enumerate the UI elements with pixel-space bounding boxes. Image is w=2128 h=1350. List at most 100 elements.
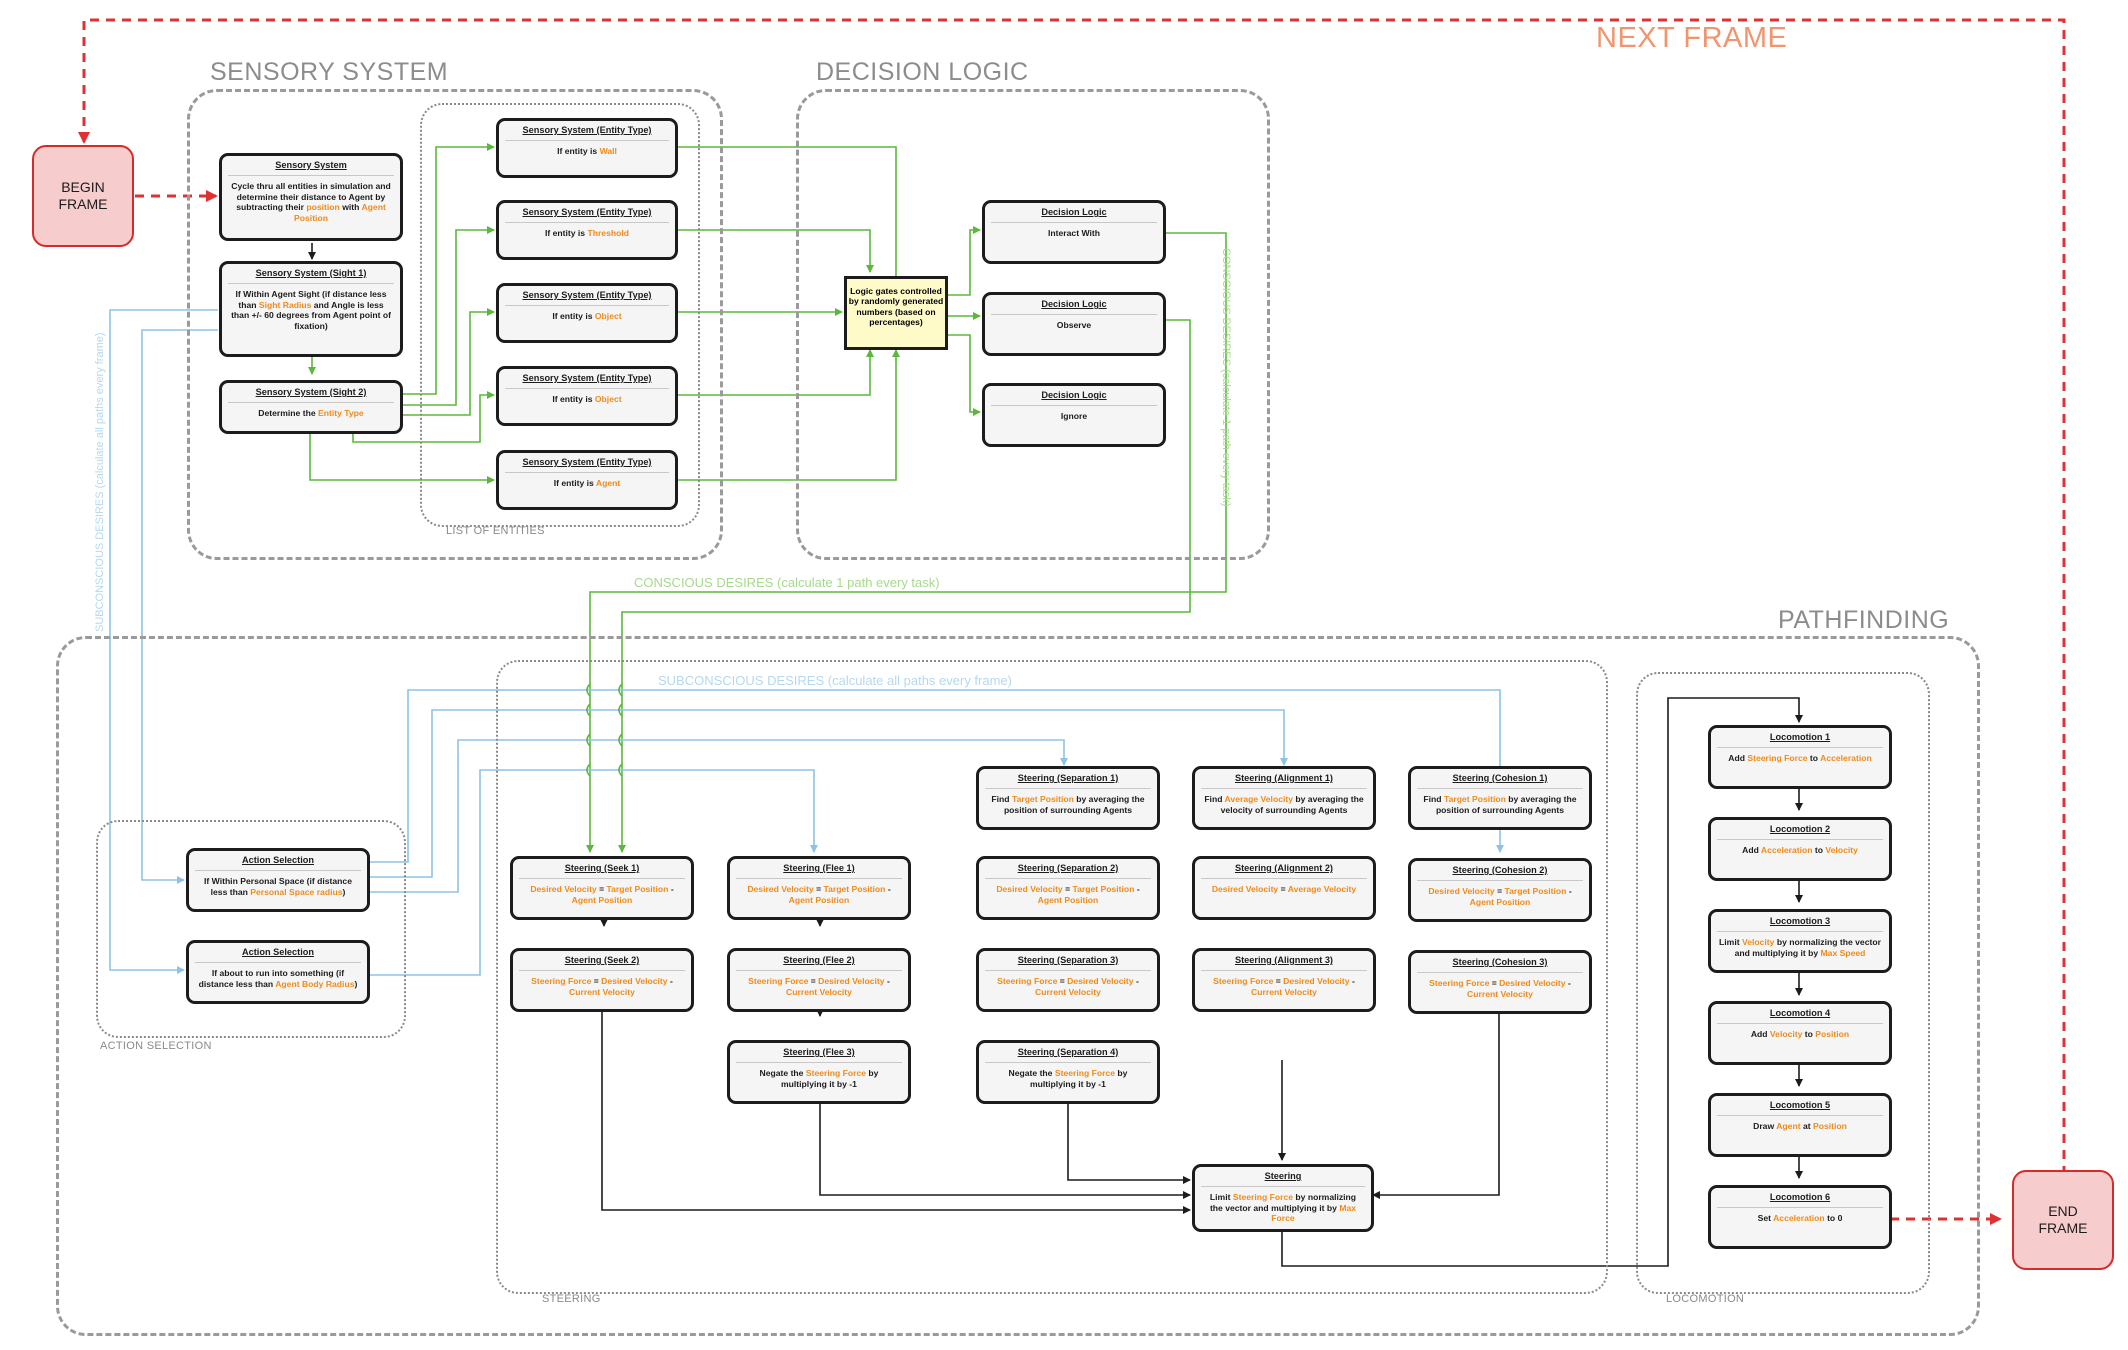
node-text: = <box>1062 884 1073 895</box>
node-body: Desired Velocity = Target Position - Age… <box>513 879 691 905</box>
node-body: Negate the Steering Force by multiplying… <box>979 1063 1157 1089</box>
begin-frame-terminal: BEGIN FRAME <box>32 145 134 247</box>
node-title: Decision Logic <box>991 207 1157 224</box>
node-text: - <box>885 884 891 895</box>
node-title: Locomotion 6 <box>1717 1192 1883 1209</box>
node-text: Limit <box>1209 1192 1233 1203</box>
next-frame-label: NEXT FRAME <box>1596 22 1788 54</box>
node-text: If Within Personal Space (if distance le… <box>204 876 352 897</box>
node-highlight-term: Target Position <box>1011 794 1074 805</box>
node-title: Locomotion 2 <box>1717 824 1883 841</box>
node-highlight-term: Desired Velocity <box>747 884 814 895</box>
node-title: Steering (Flee 2) <box>736 955 902 972</box>
node-title: Steering (Cohesion 2) <box>1417 865 1583 882</box>
node-text: = <box>1057 976 1068 987</box>
node-highlight-term: Velocity <box>1769 1029 1803 1040</box>
logic-gate-node: Logic gates controlled by randomly gener… <box>844 276 948 350</box>
node-body: Add Velocity to Position <box>1711 1024 1889 1039</box>
node-title: Steering (Alignment 1) <box>1201 773 1367 790</box>
node-highlight-term: Target Position <box>1504 886 1567 897</box>
node-title: Locomotion 4 <box>1717 1008 1883 1025</box>
node-title: Steering (Separation 3) <box>985 955 1151 972</box>
node-title: Decision Logic <box>991 390 1157 407</box>
node-text: ) <box>354 978 358 989</box>
node-body: If entity is Threshold <box>499 223 675 238</box>
node-highlight-term: Desired Velocity <box>1211 884 1279 895</box>
node-highlight-term: Target Position <box>1072 884 1135 895</box>
node-body: Steering Force = Desired Velocity - Curr… <box>513 971 691 997</box>
pathfinding-group <box>56 636 1980 1336</box>
end-frame-terminal: END FRAME <box>2012 1170 2114 1270</box>
sight-1-node: Sensory System (Sight 1)If Within Agent … <box>219 261 403 357</box>
node-text: to 0 <box>1824 1213 1843 1224</box>
node-title: Steering (Separation 4) <box>985 1047 1151 1064</box>
node-highlight-term: Steering Force <box>1213 976 1274 987</box>
node-text: If entity is <box>552 311 595 322</box>
node-highlight-term: Current Velocity <box>1251 986 1317 997</box>
node-text: Find <box>1204 794 1225 805</box>
node-text: If entity is <box>557 146 600 157</box>
node-text: by averaging the position of surrounding… <box>1003 794 1145 815</box>
entity-type-object-node-2: Sensory System (Entity Type)If entity is… <box>496 366 678 426</box>
logic-gate-text: Logic gates controlled by randomly gener… <box>848 286 944 327</box>
node-title: Locomotion 3 <box>1717 916 1883 933</box>
list-of-entities-group <box>420 103 700 527</box>
locomotion-group <box>1636 672 1930 1294</box>
node-highlight-term: Average Velocity <box>1224 794 1293 805</box>
node-body: Limit Steering Force by normalizing the … <box>1195 1187 1371 1223</box>
node-body: Steering Force = Desired Velocity - Curr… <box>1195 971 1373 997</box>
node-text: - <box>884 976 890 987</box>
node-highlight-term: Steering Force <box>1747 753 1808 764</box>
node-highlight-term: Position <box>1815 1029 1850 1040</box>
node-body: Add Steering Force to Acceleration <box>1711 748 1889 763</box>
node-body: Cycle thru all entities in simulation an… <box>222 176 400 223</box>
node-text: Add <box>1750 1029 1770 1040</box>
node-title: Locomotion 5 <box>1717 1100 1883 1117</box>
node-highlight-term: Acceleration <box>1773 1213 1825 1224</box>
node-body: Add Acceleration to Velocity <box>1711 840 1889 855</box>
node-text: - <box>1349 976 1355 987</box>
node-text: Find <box>1423 794 1444 805</box>
node-body: Limit Velocity by normalizing the vector… <box>1711 932 1889 958</box>
node-highlight-term: Steering Force <box>1054 1068 1116 1079</box>
node-title: Steering (Cohesion 1) <box>1417 773 1583 790</box>
node-text: = <box>1273 976 1284 987</box>
subconscious-desires-label: SUBCONSCIOUS DESIRES (calculate all path… <box>658 673 1012 688</box>
node-text: = <box>1494 886 1505 897</box>
node-text: - <box>1566 886 1572 897</box>
node-highlight-term: Steering Force <box>531 976 592 987</box>
node-body: If Within Personal Space (if distance le… <box>189 871 367 897</box>
node-highlight-term: Steering Force <box>805 1068 867 1079</box>
node-highlight-term: Agent Position <box>1469 896 1531 907</box>
node-highlight-term: Position <box>1812 1121 1847 1132</box>
node-title: Sensory System (Sight 1) <box>228 268 394 285</box>
node-title: Steering (Flee 3) <box>736 1047 902 1064</box>
pathfinding-title: PATHFINDING <box>1778 606 1950 634</box>
seek-2-node: Steering (Seek 2)Steering Force = Desire… <box>510 948 694 1012</box>
conscious-desires-label: CONSCIOUS DESIRES (calculate 1 path ever… <box>634 575 940 590</box>
node-title: Steering (Alignment 3) <box>1201 955 1367 972</box>
node-text: = <box>591 976 602 987</box>
node-text: Determine the <box>258 408 318 419</box>
node-body: If entity is Agent <box>499 473 675 488</box>
node-highlight-term: Average Velocity <box>1287 884 1357 895</box>
node-text: Interact With <box>1048 228 1100 239</box>
node-body: If entity is Object <box>499 306 675 321</box>
node-highlight-term: Velocity <box>1741 937 1775 948</box>
node-highlight-term: Desired Velocity <box>1067 976 1134 987</box>
node-text: - <box>668 884 674 895</box>
node-text: Negate the <box>759 1068 806 1079</box>
node-text: Observe <box>1056 320 1092 331</box>
entity-type-threshold-node: Sensory System (Entity Type)If entity is… <box>496 200 678 260</box>
node-body: Steering Force = Desired Velocity - Curr… <box>979 971 1157 997</box>
node-title: Sensory System (Entity Type) <box>505 207 669 224</box>
cohesion-1-node: Steering (Cohesion 1)Find Target Positio… <box>1408 766 1592 830</box>
sight-2-node: Sensory System (Sight 2)Determine the En… <box>219 380 403 434</box>
node-text: - <box>1565 978 1571 989</box>
node-title: Steering (Seek 1) <box>519 863 685 880</box>
